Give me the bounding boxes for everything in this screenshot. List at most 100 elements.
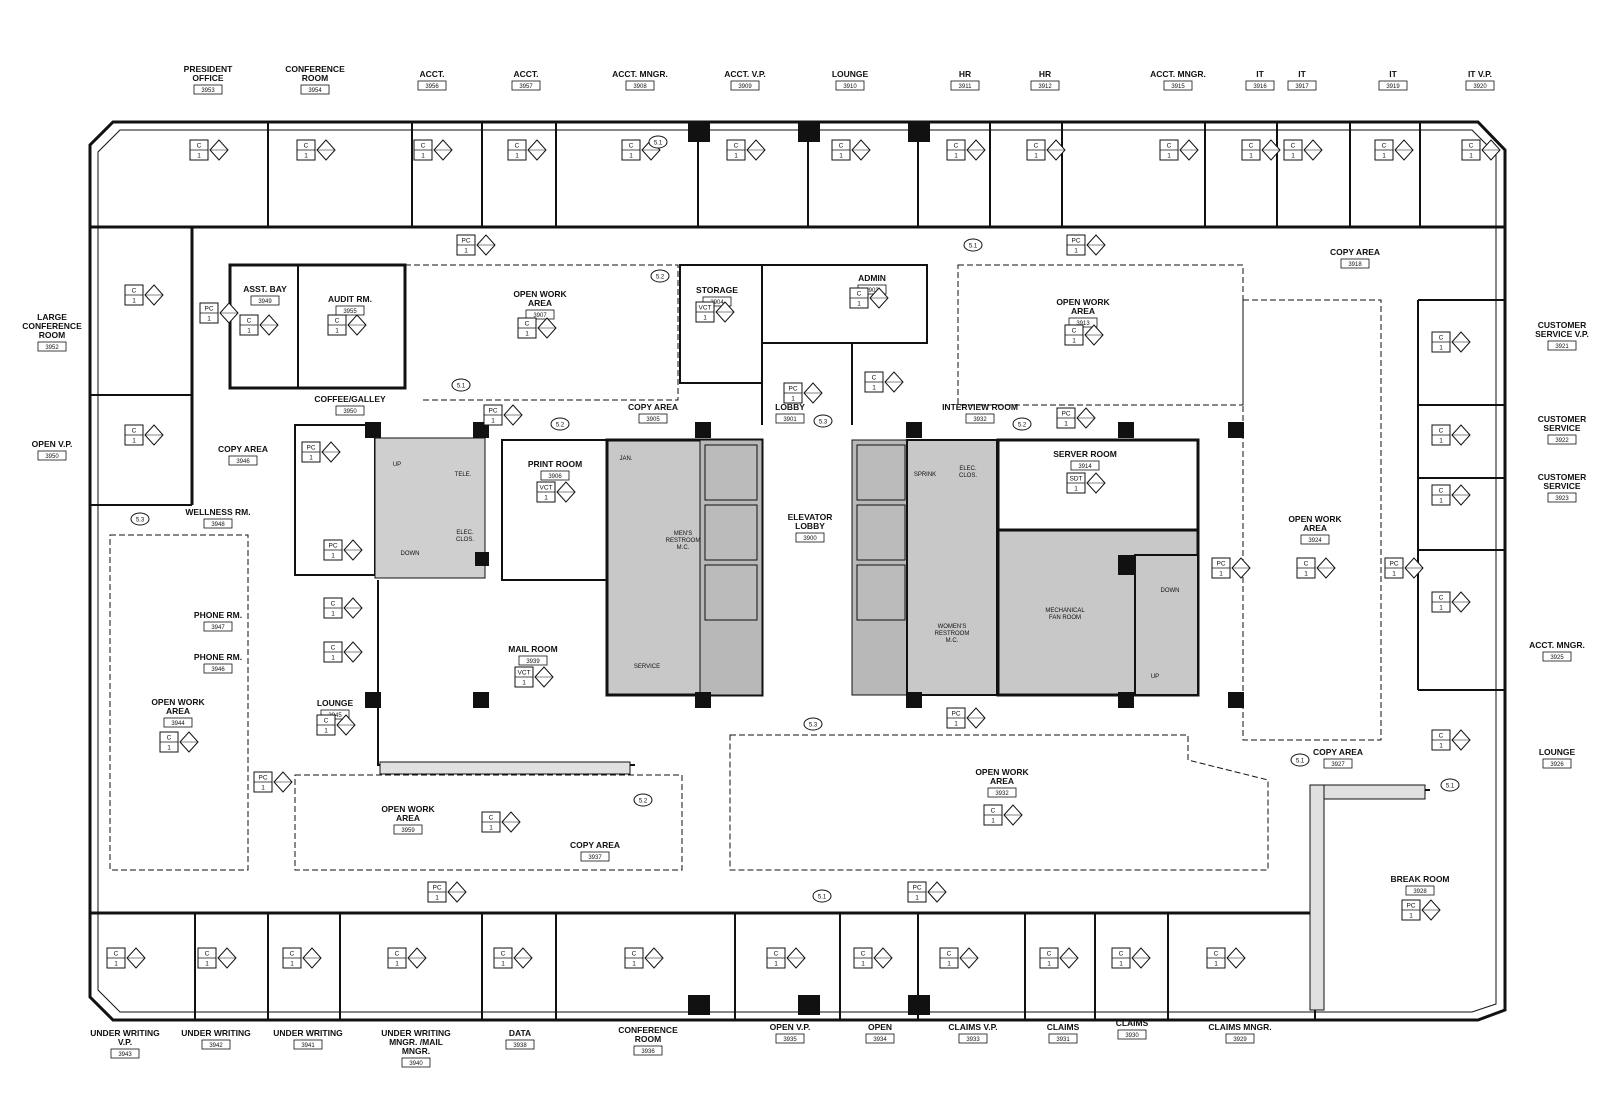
tag-number: 1 (205, 961, 209, 968)
tag-number: 1 (132, 298, 136, 305)
tag-number: 1 (522, 680, 526, 687)
room-tag: C1 (1374, 139, 1414, 161)
tag-number: 1 (207, 316, 211, 323)
room-number-box (1547, 492, 1577, 503)
tag-code: PC (204, 306, 213, 313)
room-number-box (1465, 80, 1495, 91)
tag-number: 1 (632, 961, 636, 968)
tag-code: C (632, 951, 637, 958)
finish-tag-t13: PC1 (427, 881, 467, 903)
tag-code: C (205, 951, 210, 958)
room-r35[interactable]: LOUNGE3945C1 (316, 698, 356, 736)
room-number-box (250, 295, 280, 306)
room-tag: C1 (766, 947, 806, 969)
callout-text: 5.2 (556, 423, 565, 429)
room-tag: C1 (327, 314, 367, 336)
room-name: SERVER ROOM (1053, 449, 1117, 459)
callout-text: 5.1 (1446, 784, 1455, 790)
finish-tag-t8: PC1 (1056, 407, 1096, 429)
tag-number: 1 (335, 328, 339, 335)
tag-code: C (132, 428, 137, 435)
room-name: AUDIT RM. (328, 294, 372, 304)
room-tag: C1 (1431, 591, 1471, 613)
room-number-box (110, 1048, 140, 1059)
finish-tag-t14: PC1 (907, 881, 947, 903)
tag-code: C (421, 143, 426, 150)
room-number-box (228, 455, 258, 466)
callout-text: 5.2 (1018, 423, 1027, 429)
room-number: 3946 (211, 667, 225, 673)
core-label-c3: ELEC.CLOS. (456, 530, 474, 543)
room-tag: C1 (1296, 557, 1336, 579)
callout-text: 5.3 (819, 420, 828, 426)
room-tag: C1 (1064, 324, 1104, 346)
tag-number: 1 (525, 331, 529, 338)
room-number-box (1048, 1033, 1078, 1044)
room-number-box (518, 655, 548, 666)
room-tag: C1 (1159, 139, 1199, 161)
finish-tag-t6: PC1 (783, 382, 823, 404)
room-number-box (540, 470, 570, 481)
room-number-box (1030, 80, 1060, 91)
